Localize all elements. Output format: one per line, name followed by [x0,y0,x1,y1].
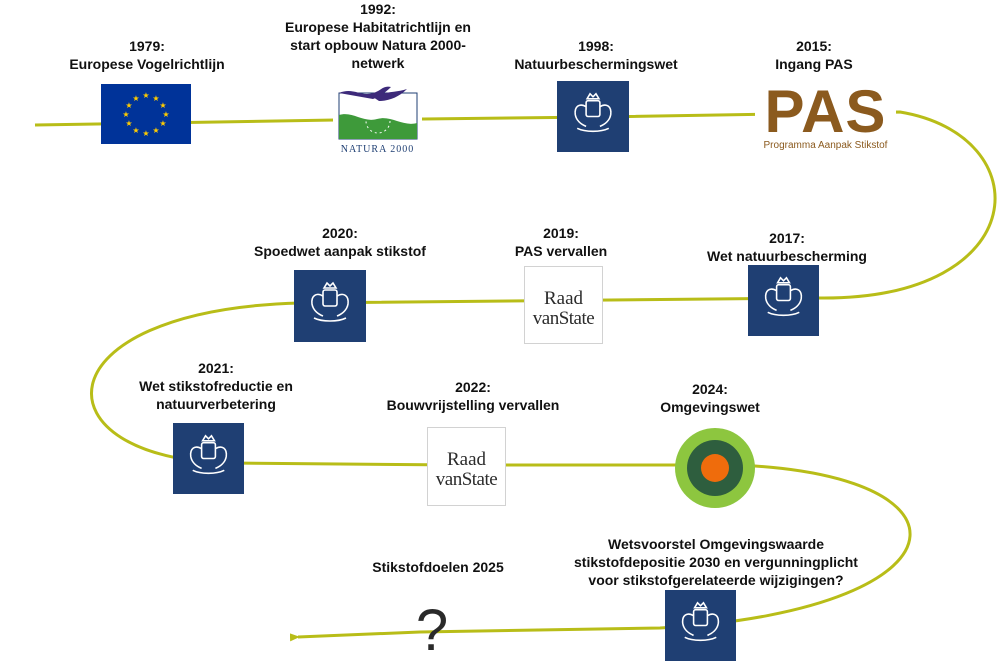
raad-van-state-line2: vanState [532,308,595,329]
svg-text:★: ★ [125,101,132,110]
event-2015-title: Ingang PAS [775,56,853,72]
royal-crest-icon [748,265,819,336]
event-1979-year: 1979: [129,38,165,54]
event-2025-title: Stikstofdoelen 2025 [372,559,504,575]
event-2017-year: 2017: [769,230,805,246]
event-1979-title: Europese Vogelrichtlijn [69,56,225,72]
event-proposal-title-line3: voor stikstofgerelateerde wijzigingen? [588,572,844,588]
svg-text:★: ★ [159,119,166,128]
event-1998-label: 1998: Natuurbeschermingswet [514,37,677,73]
natura-2000-logo-text: NATURA 2000 [340,144,415,155]
natura-2000-logo: NATURA 2000 [333,83,422,155]
eu-flag-icon: ★★★ ★★★ ★★★ ★★★ [101,84,191,144]
svg-text:★: ★ [152,94,159,103]
event-2019-label: 2019: PAS vervallen [515,224,607,260]
svg-text:★: ★ [125,119,132,128]
royal-crest-icon [665,590,736,661]
event-2019-year: 2019: [543,225,579,241]
question-mark-icon: ? [415,598,449,663]
royal-crest-icon [557,81,629,152]
pas-logo-text: PAS [764,78,887,145]
raad-van-state-line2: vanState [435,469,498,490]
event-proposal-title-line2: stikstofdepositie 2030 en vergunningplic… [574,554,858,570]
omgevingswet-target-icon [675,428,755,508]
svg-text:★: ★ [152,126,159,135]
event-1992-title-line3: netwerk [351,55,405,71]
svg-text:★: ★ [142,91,149,100]
event-2015-year: 2015: [796,38,832,54]
raad-van-state-logo: Raad vanState [524,266,603,344]
pas-logo: PAS Programma Aanpak Stikstof [755,78,896,156]
royal-crest-icon [294,270,366,342]
event-2020-title: Spoedwet aanpak stikstof [254,243,426,259]
svg-text:★: ★ [122,110,129,119]
event-2022-label: 2022: Bouwvrijstelling vervallen [387,378,560,414]
royal-crest-icon [173,423,244,494]
event-2021-title-line2: natuurverbetering [156,396,276,412]
raad-van-state-logo: Raad vanState [427,427,506,506]
event-proposal-label: Wetsvoorstel Omgevingswaarde stikstofdep… [574,535,858,589]
event-2022-title: Bouwvrijstelling vervallen [386,397,560,413]
svg-text:★: ★ [142,129,149,138]
event-2024-year: 2024: [692,381,728,397]
event-2025-label: Stikstofdoelen 2025 [372,558,504,576]
event-proposal-title-line1: Wetsvoorstel Omgevingswaarde [607,536,825,552]
event-2017-title: Wet natuurbescherming [707,248,867,264]
pas-logo-subtitle: Programma Aanpak Stikstof [763,140,888,151]
event-1992-title-line2: start opbouw Natura 2000- [290,37,466,53]
raad-van-state-line1: Raad [543,288,584,309]
event-2020-year: 2020: [322,225,358,241]
event-2022-year: 2022: [455,379,491,395]
event-1979-label: 1979: Europese Vogelrichtlijn [69,37,224,73]
event-2021-label: 2021: Wet stikstofreductie en natuurverb… [139,359,293,413]
event-2024-title: Omgevingswet [660,399,760,415]
svg-text:★: ★ [132,94,139,103]
event-1992-label: 1992: Europese Habitatrichtlijn en start… [285,0,471,72]
event-2021-year: 2021: [198,360,234,376]
event-2021-title-line1: Wet stikstofreductie en [139,378,293,394]
event-1998-year: 1998: [578,38,614,54]
event-2015-label: 2015: Ingang PAS [775,37,853,73]
event-2017-label: 2017: Wet natuurbescherming [707,229,867,265]
svg-text:★: ★ [162,110,169,119]
event-2020-label: 2020: Spoedwet aanpak stikstof [254,224,426,260]
svg-text:★: ★ [132,126,139,135]
event-1992-year: 1992: [360,1,396,17]
event-2019-title: PAS vervallen [514,243,608,259]
event-2024-label: 2024: Omgevingswet [660,380,760,416]
svg-text:★: ★ [159,101,166,110]
event-1992-title-line1: Europese Habitatrichtlijn en [285,19,471,35]
event-1998-title: Natuurbeschermingswet [514,56,678,72]
raad-van-state-line1: Raad [446,449,487,470]
